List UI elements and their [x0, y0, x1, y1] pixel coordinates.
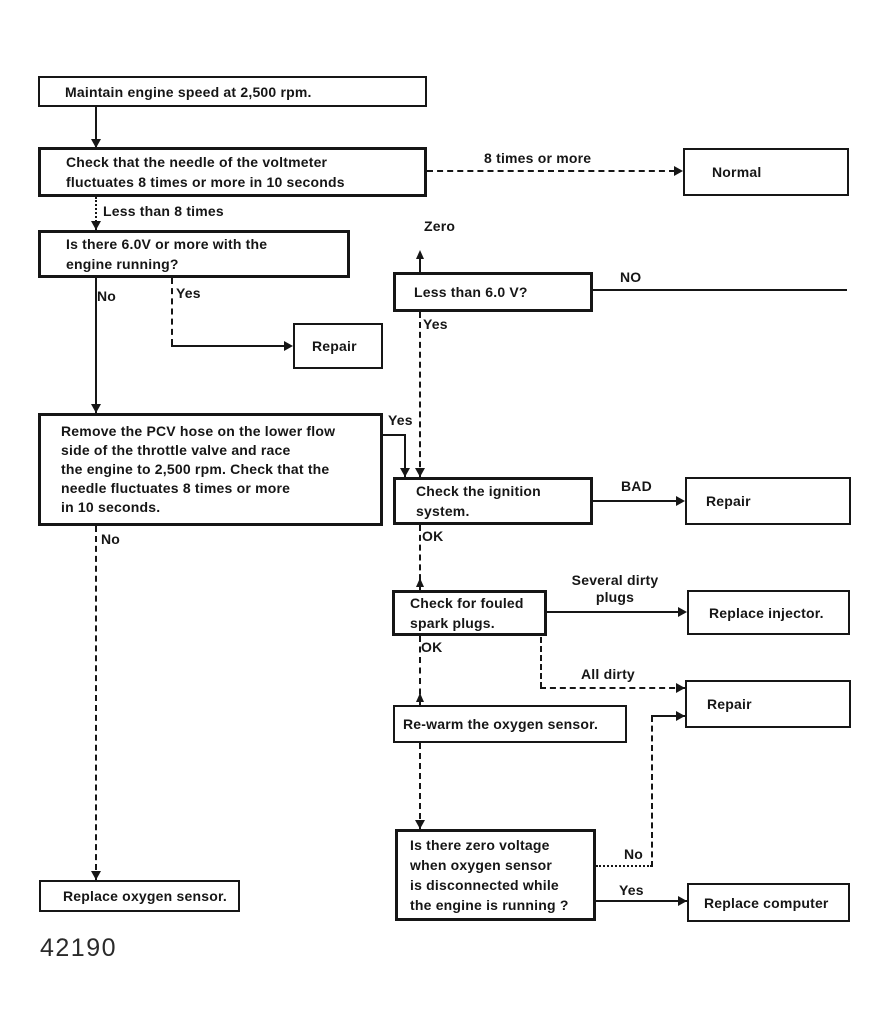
node-check-spark-plugs: Check for fouled spark plugs. [392, 590, 547, 636]
connector-spark-ok-to-rewarm [419, 636, 421, 705]
edge-label-no-pcv: No [101, 531, 121, 547]
node-remove-pcv-hose: Remove the PCV hose on the lower flow si… [38, 413, 383, 526]
arrowhead-into-normal [674, 166, 683, 176]
connector-maintain-to-check [95, 107, 97, 148]
node-replace-computer: Replace computer [687, 883, 850, 922]
connector-check-to-normal [427, 170, 675, 172]
edge-label-yes-lessthan: Yes [423, 316, 448, 332]
connector-lessthan-yes-to-ignition [419, 312, 421, 477]
edge-label-yes-pcv: Yes [388, 412, 413, 428]
connector-6v-no-to-pcv [95, 278, 97, 413]
connector-spark-to-injector [547, 611, 683, 613]
edge-label-ok-ignition: OK [422, 528, 444, 544]
connector-ignition-bad-to-repair2 [593, 500, 681, 502]
arrowhead-no-into-repair3 [676, 711, 685, 721]
node-normal: Normal [683, 148, 849, 196]
node-check-voltmeter-needle: Check that the needle of the voltmeter f… [38, 147, 427, 197]
edge-label-yes-zerovolt: Yes [619, 882, 644, 898]
arrowhead-zero-up [416, 250, 424, 259]
node-repair-2: Repair [685, 477, 851, 525]
arrowhead-into-replace-computer [678, 896, 687, 906]
node-rewarm-oxygen-sensor: Re-warm the oxygen sensor. [393, 705, 627, 743]
edge-label-all-dirty: All dirty [581, 666, 635, 682]
arrowhead-into-spark [416, 578, 424, 587]
node-replace-oxygen-sensor: Replace oxygen sensor. [39, 880, 240, 912]
node-zero-voltage-question: Is there zero voltage when oxygen sensor… [395, 829, 596, 921]
connector-6v-yes-vertical [171, 278, 173, 345]
connector-ignition-ok-to-spark [419, 525, 421, 590]
edge-label-no-zerovolt: No [624, 846, 644, 862]
node-repair-1: Repair [293, 323, 383, 369]
arrowhead-pcv-into-ignition [400, 468, 410, 477]
edge-label-no-6v: No [97, 288, 117, 304]
arrowhead-into-6v [91, 221, 101, 230]
arrowhead-yes-into-ignition [415, 468, 425, 477]
connector-zero-stub [419, 258, 421, 272]
edge-label-8-times-or-more: 8 times or more [484, 150, 592, 166]
connector-pcv-yes-vertical [404, 434, 406, 477]
node-less-than-6v: Less than 6.0 V? [393, 272, 593, 312]
node-is-there-6v: Is there 6.0V or more with the engine ru… [38, 230, 350, 278]
connector-zerovolt-no-vertical [651, 716, 653, 867]
arrowhead-into-check-needle [91, 139, 101, 148]
node-replace-injector: Replace injector. [687, 590, 850, 635]
arrowhead-into-rewarm [416, 693, 424, 702]
connector-alldirty-vertical [540, 637, 542, 688]
edge-label-zero: Zero [424, 218, 456, 234]
connector-pcv-yes-horizontal [383, 434, 406, 436]
node-repair-3: Repair [685, 680, 851, 728]
edge-label-several-dirty-plugs: Several dirty plugs [571, 572, 659, 605]
connector-no-into-repair3 [651, 715, 685, 717]
connector-lessthan-no-offchart [593, 289, 847, 291]
arrowhead-alldirty-into-repair3 [676, 683, 685, 693]
node-check-ignition-system: Check the ignition system. [393, 477, 593, 525]
connector-zerovolt-no-horizontal [596, 865, 652, 867]
connector-pcv-no-to-replace-o2 [95, 526, 97, 880]
connector-alldirty-to-repair3 [540, 687, 685, 689]
edge-label-no-lessthan: NO [620, 269, 642, 285]
edge-label-less-than-8-times: Less than 8 times [103, 203, 224, 219]
arrowhead-into-zero-voltage [415, 820, 425, 829]
connector-zerovolt-yes-to-computer [596, 900, 687, 902]
edge-label-bad: BAD [621, 478, 652, 494]
node-maintain-engine-speed: Maintain engine speed at 2,500 rpm. [38, 76, 427, 107]
edge-label-ok-spark: OK [421, 639, 443, 655]
connector-check-to-6v [95, 197, 97, 230]
arrowhead-into-repair1 [284, 341, 293, 351]
arrowhead-into-replace-o2 [91, 871, 101, 880]
arrowhead-into-injector [678, 607, 687, 617]
arrowhead-into-pcv [91, 404, 101, 413]
figure-number: 42190 [40, 934, 118, 962]
connector-rewarm-to-zero-voltage [419, 743, 421, 829]
connector-6v-yes-to-repair1 [171, 345, 289, 347]
arrowhead-into-repair2 [676, 496, 685, 506]
edge-label-yes-6v: Yes [176, 285, 201, 301]
